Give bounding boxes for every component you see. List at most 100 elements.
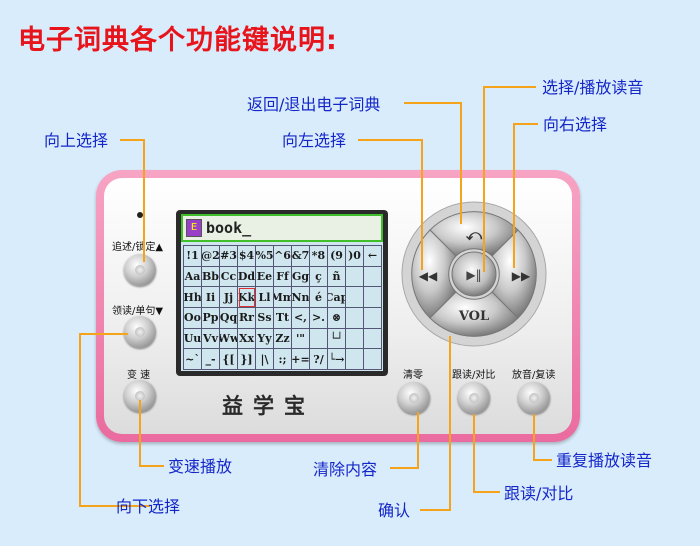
- keyboard-key: ←: [364, 246, 382, 267]
- keyboard-key: Ss: [256, 307, 274, 329]
- callout-back-exit: 返回/退出电子词典: [247, 95, 381, 114]
- keyboard-key: [310, 328, 328, 350]
- keyboard-key: ç: [310, 266, 328, 288]
- keyboard-key: Bb: [202, 266, 220, 288]
- rewind-icon: ◀◀: [419, 269, 438, 283]
- keyboard-key: Ii: [202, 287, 220, 308]
- keyboard-key: %5: [256, 246, 274, 267]
- callout-select-left: 向左选择: [282, 131, 347, 150]
- keyboard-key: _-: [202, 349, 220, 370]
- keyboard-key: (9: [328, 246, 346, 267]
- keyboard-key: |\: [256, 349, 274, 370]
- keyboard-key: [346, 349, 364, 370]
- keyboard-key: Gg: [292, 266, 310, 288]
- keyboard-key: $4: [238, 246, 256, 267]
- keyboard-key: <,: [292, 307, 310, 329]
- keyboard-key: >.: [310, 307, 328, 329]
- keyboard-key: Ll: [256, 287, 274, 308]
- keyboard-key: Uu: [184, 328, 202, 350]
- keyboard-key: [346, 328, 364, 350]
- keyboard-key: )0: [346, 246, 364, 267]
- follow-key-button[interactable]: [458, 382, 490, 414]
- callout-clear: 清除内容: [313, 460, 378, 479]
- replay-key-button[interactable]: [518, 382, 550, 414]
- up-key-button[interactable]: [124, 254, 156, 286]
- keyboard-key: Tt: [274, 307, 292, 329]
- callout-follow-compare: 跟读/对比: [504, 484, 574, 503]
- search-input-text: book_: [206, 219, 252, 237]
- keyboard-key: Qq: [220, 307, 238, 329]
- keyboard-key: Ww: [220, 328, 238, 350]
- callout-select-down: 向下选择: [116, 497, 181, 516]
- keyboard-key: +=: [292, 349, 310, 370]
- callout-speed-play: 变速播放: [168, 457, 233, 476]
- dictionary-logo-icon: E: [186, 219, 202, 237]
- keyboard-key: !1: [184, 246, 202, 267]
- keyboard-key: Dd: [238, 266, 256, 288]
- keyboard-key: [364, 307, 382, 329]
- key-label-replay: 放音/复读: [512, 370, 556, 381]
- keyboard-key: Pp: [202, 307, 220, 329]
- keyboard-key: Rr: [238, 307, 256, 329]
- keyboard-key: └┘: [328, 328, 346, 350]
- keyboard-key: [346, 266, 364, 288]
- keyboard-key: [346, 287, 364, 308]
- keyboard-key: Xx: [238, 328, 256, 350]
- keyboard-key: :;: [274, 349, 292, 370]
- clear-key-button[interactable]: [398, 382, 430, 414]
- key-label-lead-read: 领读/单句▼: [112, 306, 164, 317]
- page-title: 电子词典各个功能键说明:: [18, 25, 338, 56]
- keyboard-key: #3: [220, 246, 238, 267]
- key-label-clear: 清零: [403, 370, 423, 381]
- key-label-follow: 跟读/对比: [452, 370, 496, 381]
- keyboard-key: Mm: [274, 287, 292, 308]
- keyboard-key: └→: [328, 349, 346, 370]
- play-center-button[interactable]: ▶‖: [451, 251, 497, 297]
- keyboard-key: Kk: [238, 287, 256, 308]
- return-arrow-icon: ⤺: [466, 226, 483, 244]
- callout-repeat-play: 重复播放读音: [556, 451, 653, 470]
- keyboard-key: ~`: [184, 349, 202, 370]
- keyboard-key: [364, 349, 382, 370]
- keyboard-key: Cap: [328, 287, 346, 308]
- keyboard-key: [346, 307, 364, 329]
- keyboard-key: ^6: [274, 246, 292, 267]
- keyboard-key: &7: [292, 246, 310, 267]
- speed-key-button[interactable]: [124, 380, 156, 412]
- keyboard-key: Oo: [184, 307, 202, 329]
- direction-pad: ⤺ ◀◀ ▶▶ VOL ▶‖: [401, 201, 547, 347]
- callout-select-play: 选择/播放读音: [542, 78, 644, 97]
- fast-forward-icon: ▶▶: [512, 269, 531, 283]
- keyboard-key: Vv: [202, 328, 220, 350]
- keyboard-key: é: [310, 287, 328, 308]
- keyboard-key: Hh: [184, 287, 202, 308]
- keyboard-key: [364, 328, 382, 350]
- brand-logo-text: 益学宝: [222, 393, 315, 418]
- callout-select-up: 向上选择: [44, 131, 109, 150]
- confirm-vol-key-button[interactable]: VOL: [429, 291, 519, 337]
- play-pause-icon: ▶‖: [466, 268, 481, 282]
- keyboard-key: ?/: [310, 349, 328, 370]
- keyboard-key: *8: [310, 246, 328, 267]
- keyboard-key: '": [292, 328, 310, 350]
- down-key-button[interactable]: [124, 316, 156, 348]
- keyboard-key: Nn: [292, 287, 310, 308]
- keyboard-key: Ee: [256, 266, 274, 288]
- callout-select-right: 向右选择: [543, 115, 608, 134]
- keyboard-key: [364, 266, 382, 288]
- keyboard-key: ñ: [328, 266, 346, 288]
- keyboard-key: Cc: [220, 266, 238, 288]
- keyboard-key: Ff: [274, 266, 292, 288]
- keyboard-key: ⊗: [328, 307, 346, 329]
- search-input-bar: [181, 214, 383, 242]
- keyboard-key: Zz: [274, 328, 292, 350]
- keyboard-key: }]: [238, 349, 256, 370]
- keyboard-key: [364, 287, 382, 308]
- key-label-chase-lock: 追述/锁定▲: [112, 242, 164, 253]
- keyboard-key: @2: [202, 246, 220, 267]
- indicator-dot: [137, 212, 143, 218]
- keyboard-key: {[: [220, 349, 238, 370]
- vol-key-label: VOL: [458, 309, 489, 324]
